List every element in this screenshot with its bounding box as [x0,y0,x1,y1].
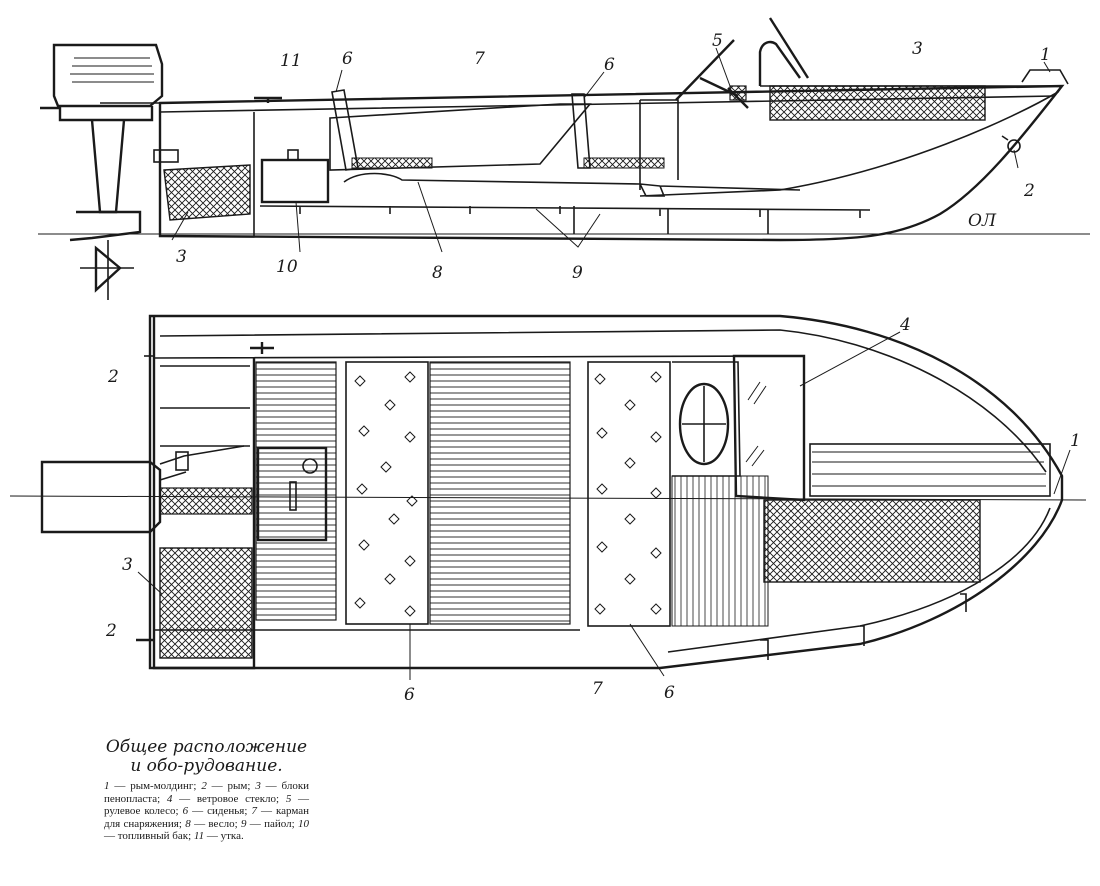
foam-block-plan-stern [159,547,253,659]
legend-item: 8 — весло; [185,817,238,830]
legend-item: 4 — ветровое стекло; [166,792,280,805]
leader-1-plan [1053,449,1071,495]
steering-hub [729,85,747,101]
boat-general-arrangement-drawing: 11 6 7 6 5 3 1 2 ОЛ 3 10 8 9 [9,17,1090,700]
foam-block-plan-bow [763,499,981,583]
leader-1 [1043,61,1051,73]
label-10: 10 [276,257,298,277]
cleat-icon [254,96,282,103]
steering-wheel-icon-plan [678,382,730,466]
steering-wheel-spokes [682,386,726,462]
legend-item: 9 — пайол; [240,817,295,830]
caption-legend: 1 — рым-молдинг; 2 — рым; 3 — блоки пено… [104,780,309,843]
leader-2 [1013,149,1019,169]
foam-block-bow [769,85,986,121]
label-5: 5 [712,31,723,51]
label-6-side-b: 6 [604,55,615,75]
stern-shelf [153,149,179,163]
label-7-side: 7 [474,49,485,69]
bow-deck [639,85,1064,197]
label-2-side: 2 [1023,181,1035,201]
leader-3 [171,211,189,241]
transom [159,103,255,236]
label-11: 11 [280,51,302,71]
legend-item: 5 — рулевое колесо; [104,792,310,818]
plan-transom [152,316,256,670]
foam-block-stern [163,164,251,221]
fuel-tank-plan [256,446,328,542]
label-1-side: 1 [1040,45,1051,65]
hull-plan-outline [148,314,1064,670]
leader-5 [715,47,731,87]
windshield-strut [768,17,810,79]
outboard-motor-icon [40,43,164,300]
label-6-plan-b: 6 [664,683,675,700]
side-brackets [760,593,967,660]
label-3-top: 3 [912,39,923,59]
fuel-tank [260,158,330,204]
deck-cleat-icon [250,342,274,354]
windshield-frame [758,40,801,86]
floorboards-fore [671,475,769,627]
legend-item: 11 — утка. [193,830,244,842]
windshield-glare [745,381,767,467]
leader-9 [535,208,601,248]
front-seat-cushion [583,157,665,169]
oar [343,172,801,197]
label-waterline: ОЛ [968,211,997,231]
outboard-motor-plan-icon [40,445,245,534]
label-1-plan: 1 [1070,431,1081,451]
stern-lockers [160,365,250,447]
side-pocket [329,103,592,171]
bow-deck-planks [809,443,1051,497]
floorboard-supports [573,206,769,234]
label-8: 8 [432,263,443,283]
seat-diamond-pattern [354,371,662,617]
caption: Общее расположение и обо-рудование. 1 — … [104,738,309,843]
floorboards-mid [429,361,571,625]
front-seat-plan [587,361,671,627]
bow-deck-plank-lines [812,451,1046,487]
leader-4 [799,331,901,387]
legend-item: 3 — блоки пенопласта; [104,780,310,805]
legend-item: 1 — рым-молдинг; [104,780,197,792]
fuel-tank-cap-plan [302,458,318,474]
console-bulkhead [639,99,679,190]
rear-seat-cushion [351,157,433,169]
label-3-plan: 3 [122,555,133,575]
leader-6-plan-b [629,623,665,677]
label-9: 9 [572,263,583,283]
label-2-plan-top: 2 [107,367,119,387]
legend-item: 7 — карман для снаряжения; [104,805,310,830]
side-view: 11 6 7 6 5 3 1 2 ОЛ 3 10 8 9 [38,17,1090,300]
caption-title: Общее расположение и обо-рудование. [105,737,308,776]
foam-block-plan-stern-top [159,487,253,515]
label-7-plan: 7 [592,679,603,699]
label-6-plan-a: 6 [404,685,415,700]
legend-item: 6 — сиденья; [182,805,248,817]
fuel-tank-cap [287,149,299,161]
leader-8 [417,181,443,253]
console-plan [672,361,741,477]
leader-6a [335,69,343,93]
label-3-side: 3 [176,247,187,267]
plan-view: 4 2 1 3 2 6 7 6 [9,314,1087,700]
label-4: 4 [899,315,911,335]
hull-side-profile [158,84,1065,242]
propeller-icon [80,245,134,293]
rear-seat-plan [345,361,429,625]
bow-ring-molding [1021,69,1069,85]
legend-item: 2 — рым; [201,780,251,792]
fuel-tank-handle [289,481,297,511]
leader-6b [583,71,605,99]
floorboards [259,205,871,218]
label-6-side-a: 6 [342,49,353,69]
leader-3-plan [137,571,163,595]
leader-10 [295,201,301,253]
legend-item: 10 — топливный бак; [104,817,309,843]
eye-bolt-stem [1001,135,1009,141]
label-2-plan-bottom: 2 [105,621,117,641]
